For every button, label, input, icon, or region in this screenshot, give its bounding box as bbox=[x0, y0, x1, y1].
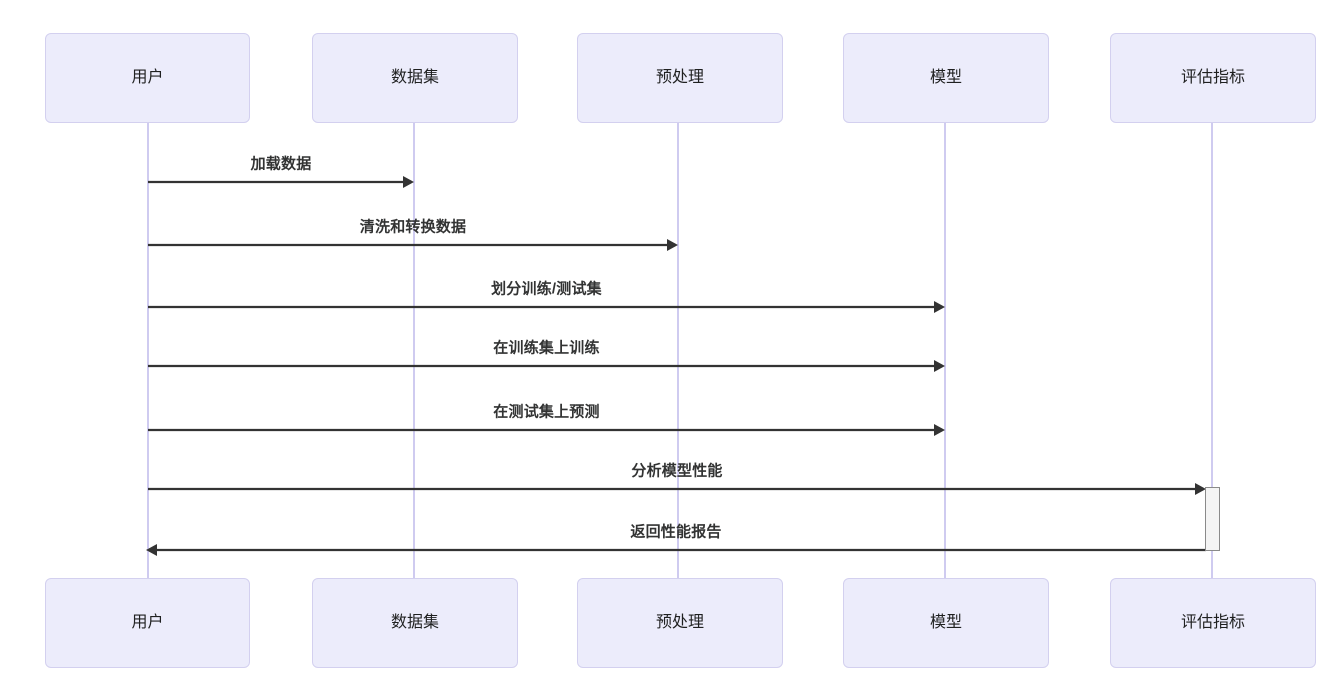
lifeline-preprocess bbox=[677, 123, 679, 578]
message-arrowhead-6 bbox=[1195, 483, 1206, 495]
message-line-group bbox=[146, 176, 1206, 556]
participant-metrics-top[interactable]: 评估指标 bbox=[1110, 33, 1316, 123]
participant-label: 预处理 bbox=[655, 69, 704, 86]
lifeline-metrics bbox=[1211, 123, 1213, 578]
participant-model-top[interactable]: 模型 bbox=[843, 33, 1049, 123]
participant-label: 数据集 bbox=[390, 614, 439, 631]
message-arrowhead-5 bbox=[934, 424, 945, 436]
message-label-4: 在训练集上训练 bbox=[493, 339, 600, 357]
participant-preprocess-bottom[interactable]: 预处理 bbox=[577, 578, 783, 668]
participant-label: 数据集 bbox=[390, 69, 439, 86]
participant-model-bottom[interactable]: 模型 bbox=[843, 578, 1049, 668]
participant-label: 预处理 bbox=[655, 614, 704, 631]
lifeline-user bbox=[147, 123, 149, 578]
message-arrowhead-1 bbox=[403, 176, 414, 188]
participant-dataset-bottom[interactable]: 数据集 bbox=[312, 578, 518, 668]
participant-label: 用户 bbox=[131, 614, 164, 631]
message-label-5: 在测试集上预测 bbox=[493, 403, 600, 421]
activation-bar-metrics bbox=[1205, 487, 1220, 551]
message-label-1: 加载数据 bbox=[250, 155, 312, 173]
message-label-2: 清洗和转换数据 bbox=[359, 218, 467, 236]
message-label-7: 返回性能报告 bbox=[630, 523, 722, 541]
message-label-3: 划分训练/测试集 bbox=[491, 280, 602, 298]
participant-dataset-top[interactable]: 数据集 bbox=[312, 33, 518, 123]
participant-label: 评估指标 bbox=[1180, 69, 1245, 86]
message-arrowhead-4 bbox=[934, 360, 945, 372]
message-arrowhead-7 bbox=[146, 544, 157, 556]
lifeline-model bbox=[944, 123, 946, 578]
participant-label: 模型 bbox=[929, 69, 962, 86]
participant-user-bottom[interactable]: 用户 bbox=[45, 578, 250, 668]
message-arrowhead-3 bbox=[934, 301, 945, 313]
participant-preprocess-top[interactable]: 预处理 bbox=[577, 33, 783, 123]
lifeline-group bbox=[147, 123, 1213, 578]
participant-metrics-bottom[interactable]: 评估指标 bbox=[1110, 578, 1316, 668]
lifeline-dataset bbox=[413, 123, 415, 578]
participant-label: 评估指标 bbox=[1180, 614, 1245, 631]
participant-label: 模型 bbox=[929, 614, 962, 631]
message-label-6: 分析模型性能 bbox=[631, 462, 723, 480]
participant-user-top[interactable]: 用户 bbox=[45, 33, 250, 123]
message-arrowhead-2 bbox=[667, 239, 678, 251]
participant-label: 用户 bbox=[131, 69, 164, 86]
